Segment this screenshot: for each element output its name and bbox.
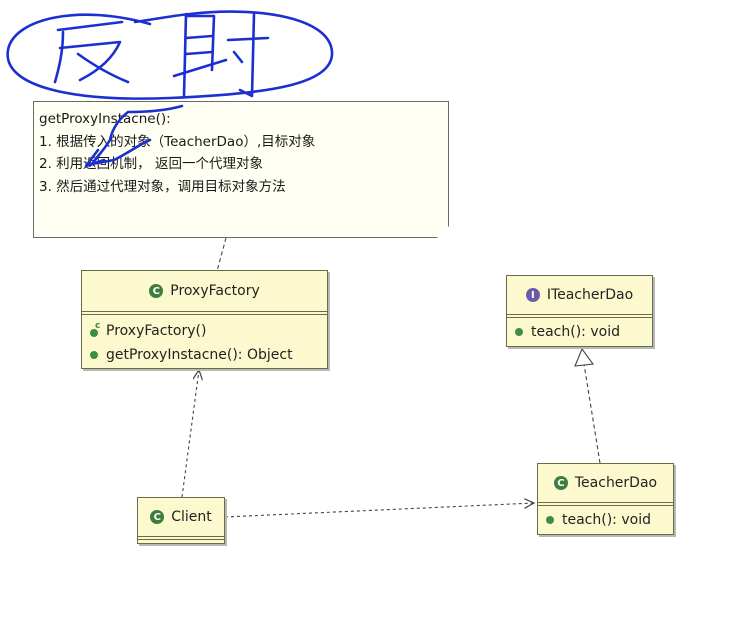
note-anchor-line <box>216 237 227 272</box>
realization-arrowhead <box>574 347 595 367</box>
divider <box>82 311 327 312</box>
method-label: getProxyInstacne(): Object <box>106 347 293 363</box>
class-icon: C <box>150 510 165 524</box>
public-method-icon <box>515 328 523 336</box>
class-name: TeacherDao <box>574 475 658 491</box>
method-row: teach(): void <box>507 318 652 340</box>
class-name: ITeacherDao <box>546 287 634 303</box>
class-header: I ITeacherDao <box>507 276 652 314</box>
divider <box>138 536 224 537</box>
class-icon: C <box>553 476 568 490</box>
divider <box>538 502 673 503</box>
method-row: teach(): void <box>538 506 673 528</box>
class-client[interactable]: C Client <box>137 497 225 544</box>
class-header: C Client <box>138 498 224 536</box>
public-method-icon <box>546 516 554 524</box>
method-label: ProxyFactory() <box>106 323 207 339</box>
note-line: 1. 根据传入的对象（TeacherDao）,目标对象 <box>39 133 316 150</box>
class-icon: C <box>149 284 164 298</box>
public-method-icon <box>90 351 98 359</box>
method-row: c ProxyFactory() <box>82 315 327 339</box>
divider <box>538 505 673 506</box>
class-teacherdao[interactable]: C TeacherDao teach(): void <box>537 463 674 535</box>
interface-icon: I <box>525 288 540 302</box>
note-line: getProxyInstacne(): <box>39 111 171 127</box>
class-name: Client <box>171 509 212 525</box>
divider <box>507 317 652 318</box>
dependency-client-proxyfactory <box>181 370 199 498</box>
method-label: teach(): void <box>531 324 620 340</box>
method-label: teach(): void <box>562 512 651 528</box>
class-header: C ProxyFactory <box>82 271 327 311</box>
note-box: getProxyInstacne(): 1. 根据传入的对象（TeacherDa… <box>33 101 449 238</box>
dependency-client-teacherdao <box>224 503 534 518</box>
note-line: 2. 利用返回机制， 返回一个代理对象 <box>39 156 263 172</box>
interface-iteacherdao[interactable]: I ITeacherDao teach(): void <box>506 275 653 347</box>
class-name: ProxyFactory <box>170 283 260 299</box>
divider <box>507 314 652 315</box>
constructor-icon: c <box>90 321 100 337</box>
divider <box>82 314 327 315</box>
note-line: 3. 然后通过代理对象，调用目标对象方法 <box>39 178 286 195</box>
class-header: C TeacherDao <box>538 464 673 502</box>
method-row: getProxyInstacne(): Object <box>82 339 327 363</box>
divider <box>138 539 224 540</box>
class-proxyfactory[interactable]: C ProxyFactory c ProxyFactory() getProxy… <box>81 270 328 369</box>
realization-line <box>583 363 601 464</box>
